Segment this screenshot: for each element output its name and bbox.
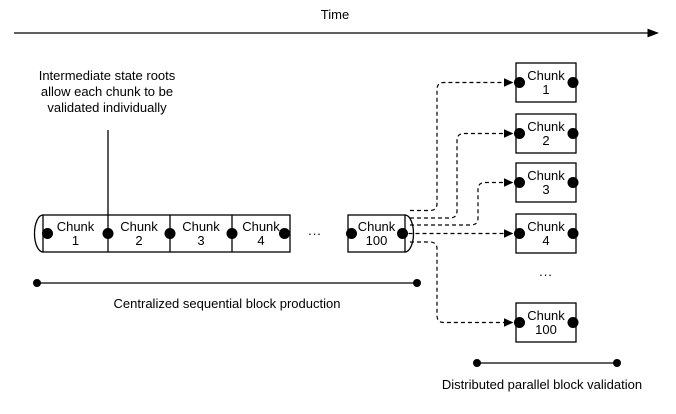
state-root-dot xyxy=(164,228,176,239)
validation-chunk-box xyxy=(515,162,577,203)
production-ellipsis: ... xyxy=(308,223,322,238)
arrowhead xyxy=(504,78,514,87)
state-root-dot xyxy=(102,228,114,239)
state-root-dot xyxy=(279,228,290,239)
final-chunk-body xyxy=(347,214,406,253)
production-chunk-label-3: Chunk 3 xyxy=(182,218,220,248)
state-root-dot xyxy=(514,128,525,139)
row-left-cap xyxy=(33,214,44,253)
state-root-dot xyxy=(514,228,525,239)
annotation-arrow xyxy=(104,130,112,226)
time-label: Time xyxy=(320,7,350,22)
connector-chunk-1 xyxy=(410,81,504,212)
state-root-dots xyxy=(42,228,290,239)
validation-ellipsis: ... xyxy=(539,264,553,279)
validation-chunk-box xyxy=(515,302,577,343)
validation-column xyxy=(514,62,579,343)
arrowhead xyxy=(504,178,514,187)
state-root-dot xyxy=(514,317,525,328)
state-root-dot xyxy=(567,177,579,188)
state-root-dot xyxy=(567,228,579,239)
arrowhead xyxy=(504,318,514,327)
time-axis-arrow xyxy=(14,28,659,38)
production-final-chunk-box xyxy=(346,214,415,253)
validation-chunk-label-4: Chunk 4 xyxy=(527,218,565,248)
annotation-text: Intermediate state roots allow each chun… xyxy=(22,68,192,116)
production-caption: Centralized sequential block production xyxy=(113,296,341,311)
validation-chunk-label-2: Chunk 2 xyxy=(527,118,565,148)
arrowhead xyxy=(504,129,514,138)
connector-arrowheads xyxy=(504,78,514,327)
validation-chunk-label-1: Chunk 1 xyxy=(527,67,565,97)
validation-chunk-label-100: Chunk 100 xyxy=(527,307,565,337)
production-chunk-label-2: Chunk 2 xyxy=(120,218,158,248)
state-root-dot xyxy=(346,228,357,239)
validation-caption: Distributed parallel block validation xyxy=(441,377,643,392)
state-root-dot xyxy=(42,228,53,239)
state-root-dot xyxy=(567,77,579,88)
production-chunk-label-100: Chunk 100 xyxy=(357,218,396,248)
state-root-dot xyxy=(567,128,579,139)
arrowhead xyxy=(504,229,514,238)
state-root-dot xyxy=(514,177,525,188)
state-root-dot xyxy=(567,317,579,328)
production-chunk-label-1: Chunk 1 xyxy=(56,218,95,248)
production-chunk-label-4: Chunk 4 xyxy=(242,218,280,248)
connector-chunk-100 xyxy=(410,241,504,324)
annotation-line-3: validated individually xyxy=(47,100,167,115)
state-root-dot xyxy=(397,228,408,239)
connector-chunk-3 xyxy=(410,181,504,226)
connector-chunk-2 xyxy=(410,132,504,219)
annotation-line-2: allow each chunk to be xyxy=(40,84,174,99)
state-root-dot xyxy=(514,77,525,88)
production-row xyxy=(33,214,291,253)
distribution-connectors xyxy=(408,81,504,324)
validation-chunk-label-3: Chunk 3 xyxy=(527,167,565,197)
validation-bracket xyxy=(473,359,621,367)
state-root-dot xyxy=(226,228,238,239)
annotation-line-1: Intermediate state roots xyxy=(38,68,176,83)
production-bracket xyxy=(33,279,421,287)
